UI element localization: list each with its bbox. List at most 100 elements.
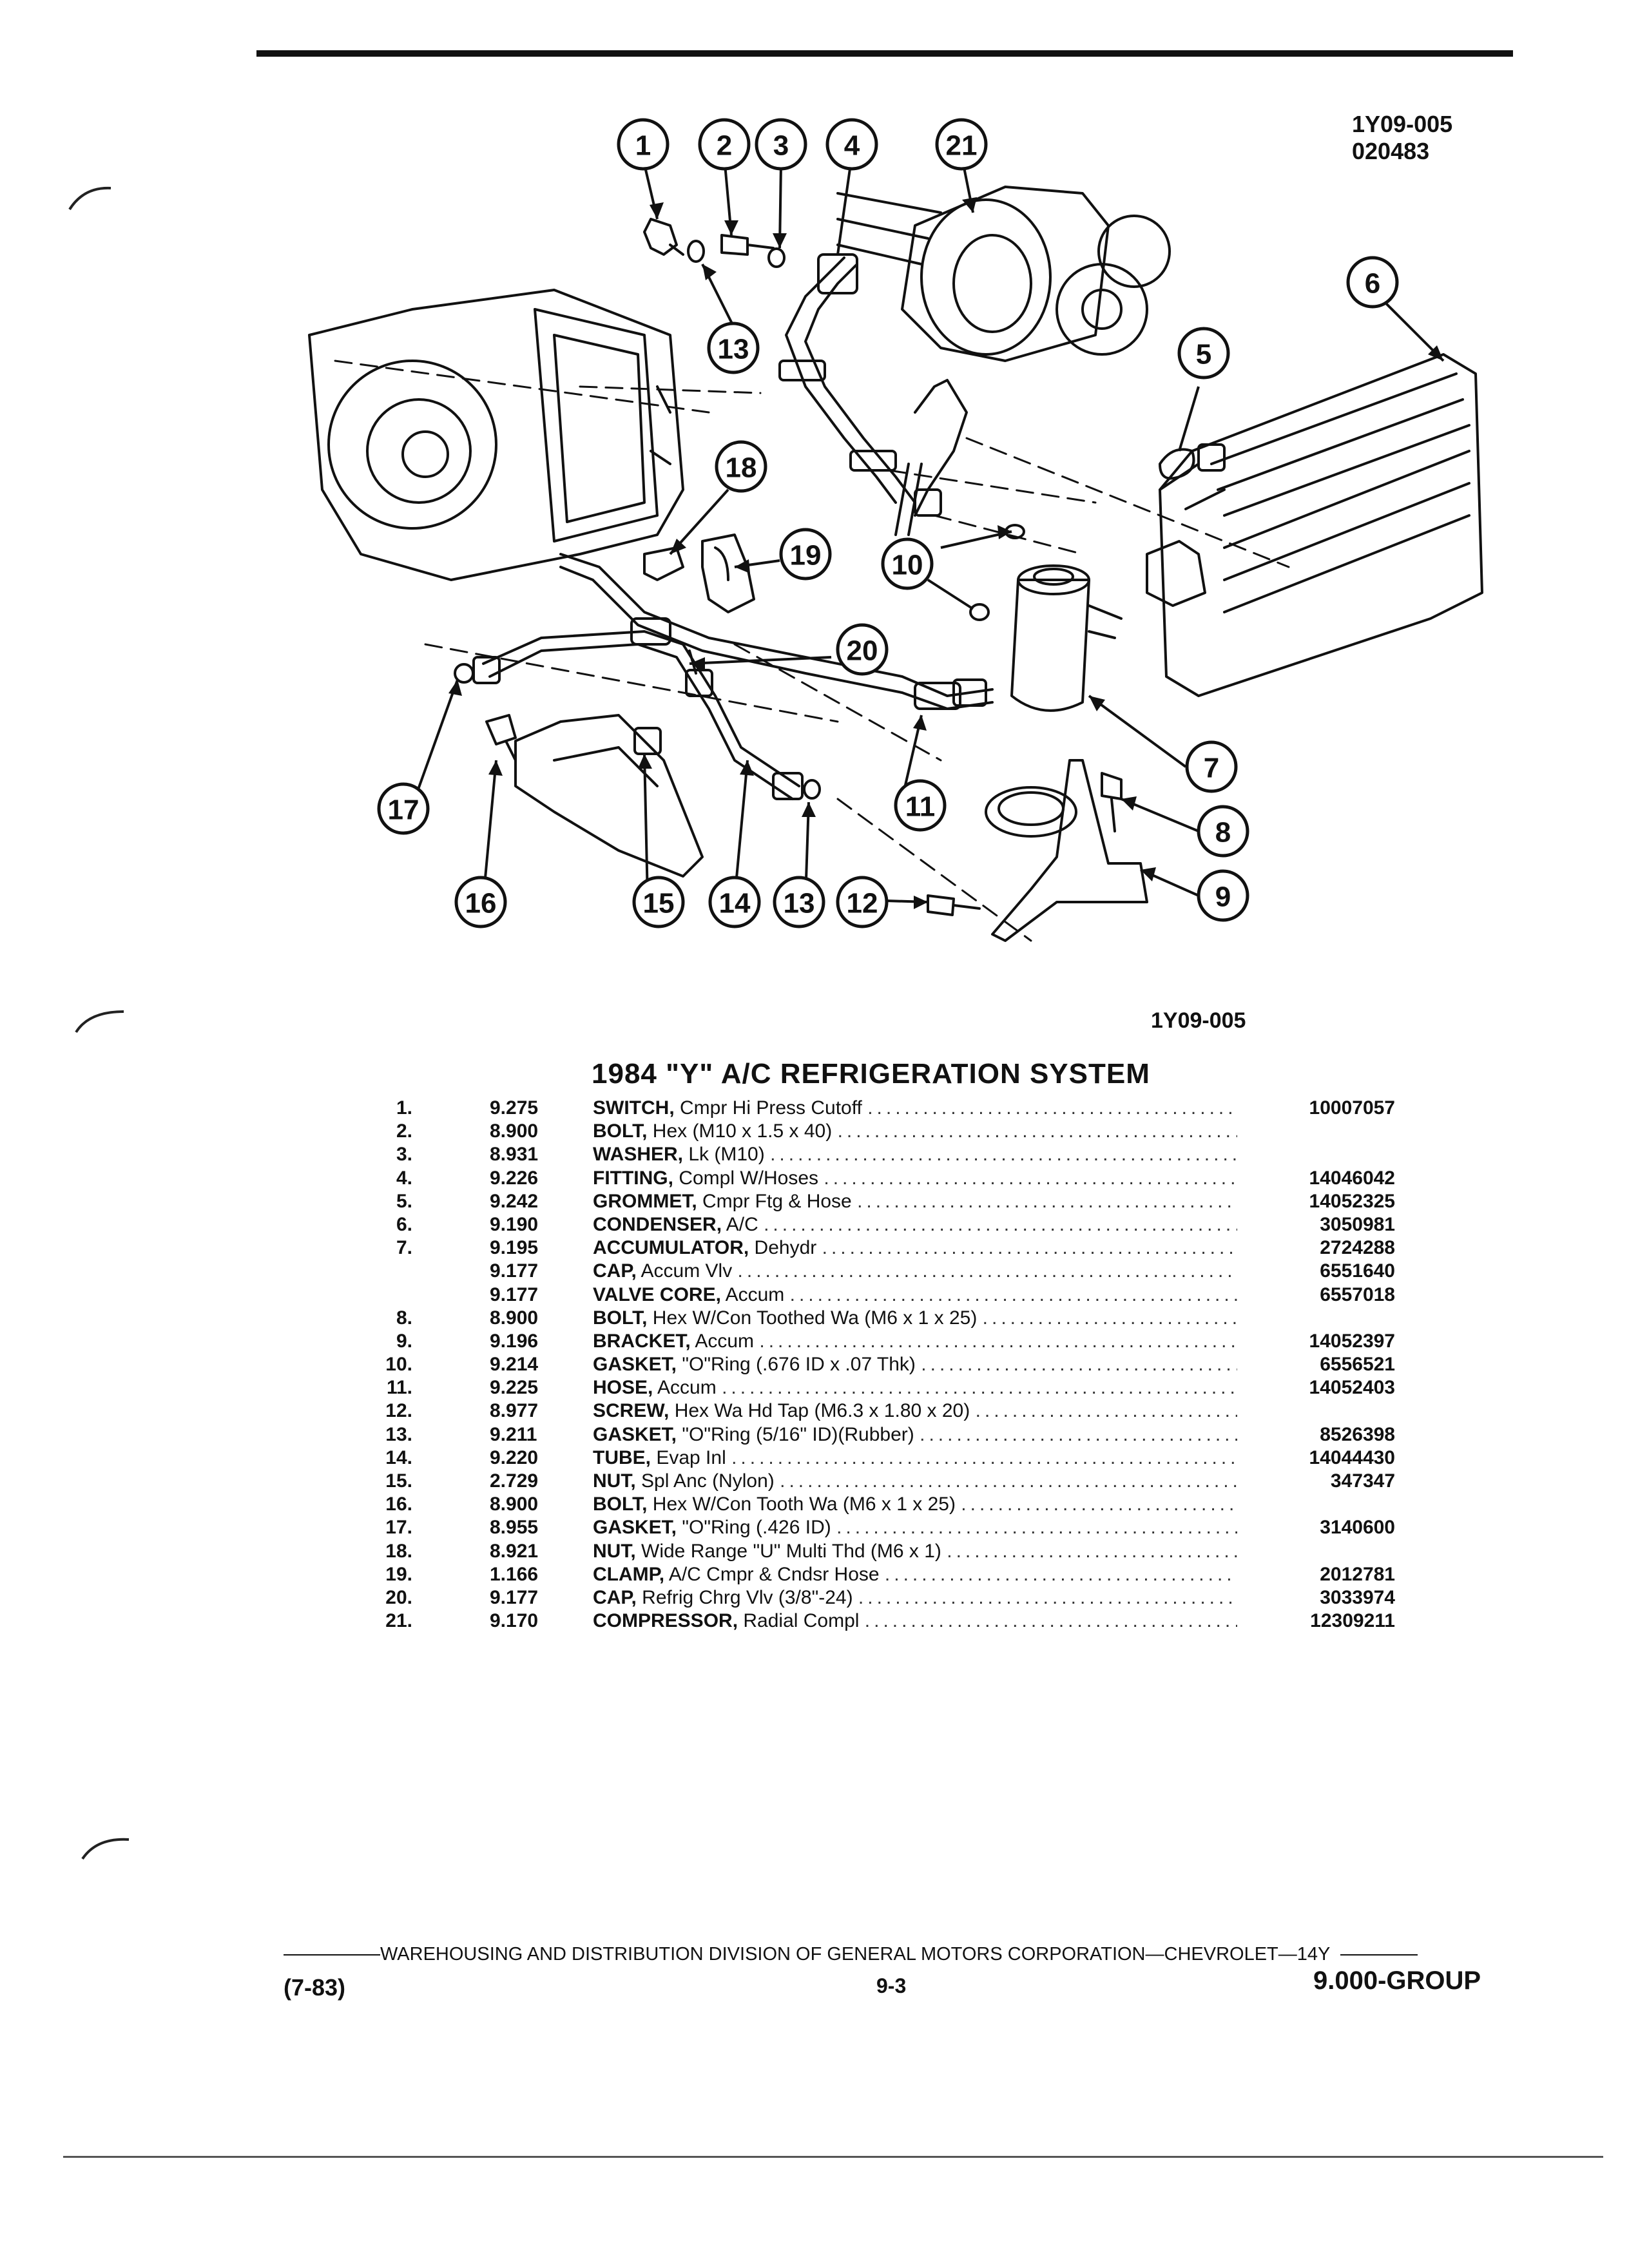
callout-6: [1346, 256, 1399, 309]
part-detail: Accum Vlv: [641, 1260, 733, 1282]
group-number: 9.211: [490, 1423, 537, 1445]
blower-housing: [308, 289, 684, 581]
part-name: BOLT,: [593, 1120, 648, 1142]
callout-1: [617, 118, 670, 171]
callout-label: 14: [719, 888, 751, 919]
leader-dots: ........................................…: [867, 1097, 1237, 1119]
bottom-rule: [63, 2156, 1603, 2158]
item-number: 21.: [385, 1610, 412, 1632]
callout-16: [454, 876, 507, 928]
part-detail: Hex W/Con Tooth Wa (M6 x 1 x 25): [652, 1494, 956, 1515]
item-number: 18.: [385, 1540, 412, 1562]
part-number: 6556521: [1320, 1354, 1395, 1376]
part-detail: A/C Cmpr & Cndsr Hose: [668, 1563, 880, 1585]
callout-11: [894, 779, 947, 832]
callout-15: [632, 876, 685, 928]
part-name: SWITCH,: [593, 1097, 675, 1119]
leader-dots: ........................................…: [780, 1470, 1237, 1492]
part-name: WASHER,: [593, 1144, 684, 1166]
compressor: [901, 186, 1110, 362]
part-name: NUT,: [593, 1540, 636, 1562]
part-detail: "O"Ring (.676 ID x .07 Thk): [682, 1354, 916, 1376]
part-name: VALVE CORE,: [593, 1283, 721, 1305]
group-number: 9.225: [490, 1377, 539, 1399]
item-number: 5.: [396, 1190, 412, 1212]
part-detail: Evap Inl: [656, 1446, 726, 1468]
callout-7: [1185, 740, 1238, 793]
callout-4: [825, 118, 878, 171]
leader-dots: ........................................…: [975, 1400, 1237, 1422]
part-name: TUBE,: [593, 1446, 651, 1468]
part-description: SWITCH, Cmpr Hi Press Cutoff ...........…: [593, 1097, 1237, 1120]
callout-label: 18: [726, 452, 757, 484]
part-detail: Wide Range "U" Multi Thd (M6 x 1): [641, 1540, 941, 1562]
part-name: BOLT,: [593, 1307, 648, 1329]
group-number: 9.170: [490, 1610, 539, 1632]
leader-dots: ........................................…: [770, 1144, 1237, 1166]
leader-dots: ........................................…: [824, 1167, 1237, 1189]
callout-13b: [773, 876, 825, 928]
part-description: COMPRESSOR, Radial Compl ...............…: [593, 1610, 1237, 1633]
leader-dots: ........................................…: [836, 1517, 1237, 1539]
part-number: 3033974: [1320, 1586, 1395, 1608]
part-description: NUT, Wide Range "U" Multi Thd (M6 x 1) .…: [593, 1540, 1237, 1563]
hose-clamp: [701, 533, 755, 613]
part-description: BOLT, Hex W/Con Toothed Wa (M6 x 1 x 25)…: [593, 1307, 1237, 1330]
part-name: CAP,: [593, 1260, 637, 1282]
item-number: 7.: [396, 1237, 412, 1259]
part-number: 2012781: [1320, 1563, 1395, 1585]
pressure-switch: [643, 218, 678, 256]
item-number: 4.: [396, 1167, 412, 1189]
callout-label: 6: [1365, 268, 1380, 300]
part-detail: Accum: [695, 1330, 755, 1352]
group-number: 9.177: [490, 1283, 539, 1305]
leader-dots: ........................................…: [837, 1120, 1237, 1142]
part-detail: Compl W/Hoses: [679, 1167, 819, 1189]
item-number: 3.: [396, 1144, 412, 1166]
part-detail: Hex W/Con Toothed Wa (M6 x 1 x 25): [652, 1307, 978, 1329]
evaporator-tube: [482, 630, 800, 787]
group-number: 9.220: [490, 1446, 539, 1468]
part-number: 8526398: [1320, 1423, 1395, 1445]
accumulator: [1010, 579, 1090, 712]
group-number: 8.900: [490, 1494, 539, 1515]
item-number: 13.: [385, 1423, 412, 1445]
section-title: 1984 "Y" A/C REFRIGERATION SYSTEM: [592, 1058, 1150, 1090]
callout-2: [698, 118, 751, 171]
group-number: 8.955: [490, 1517, 539, 1539]
callout-21: [935, 118, 988, 171]
part-number: 6551640: [1320, 1260, 1395, 1282]
grommet: [1159, 448, 1195, 480]
leader-dots: ........................................…: [864, 1610, 1237, 1632]
leader-dots: ........................................…: [731, 1446, 1237, 1468]
callout-label: 17: [388, 794, 419, 826]
part-description: HOSE, Accum ............................…: [593, 1376, 1237, 1399]
part-detail: Cmpr Ftg & Hose: [702, 1190, 852, 1212]
leader-dots: ........................................…: [857, 1190, 1237, 1212]
callout-label: 15: [643, 888, 675, 919]
group-number: 9.242: [490, 1190, 539, 1212]
callout-label: 20: [847, 635, 878, 667]
accumulator-bracket: [991, 759, 1148, 942]
leader-dots: ........................................…: [961, 1494, 1237, 1515]
part-description: CAP, Accum Vlv .........................…: [593, 1260, 1237, 1283]
item-number: 15.: [385, 1470, 412, 1492]
part-description: ACCUMULATOR, Dehydr ....................…: [593, 1236, 1237, 1260]
part-number: 6557018: [1320, 1283, 1395, 1305]
leader-dots: ........................................…: [947, 1540, 1237, 1562]
footer-publisher: WAREHOUSING AND DISTRIBUTION DIVISION OF…: [284, 1944, 1418, 1965]
part-name: COMPRESSOR,: [593, 1610, 738, 1632]
leader-dots: ........................................…: [789, 1283, 1237, 1305]
part-name: NUT,: [593, 1470, 636, 1492]
diagram-caption: 1Y09-005: [1151, 1008, 1246, 1033]
publisher-text: WAREHOUSING AND DISTRIBUTION DIVISION OF…: [380, 1944, 1331, 1965]
diagram-reference: 1Y09-005 020483: [1352, 111, 1452, 165]
